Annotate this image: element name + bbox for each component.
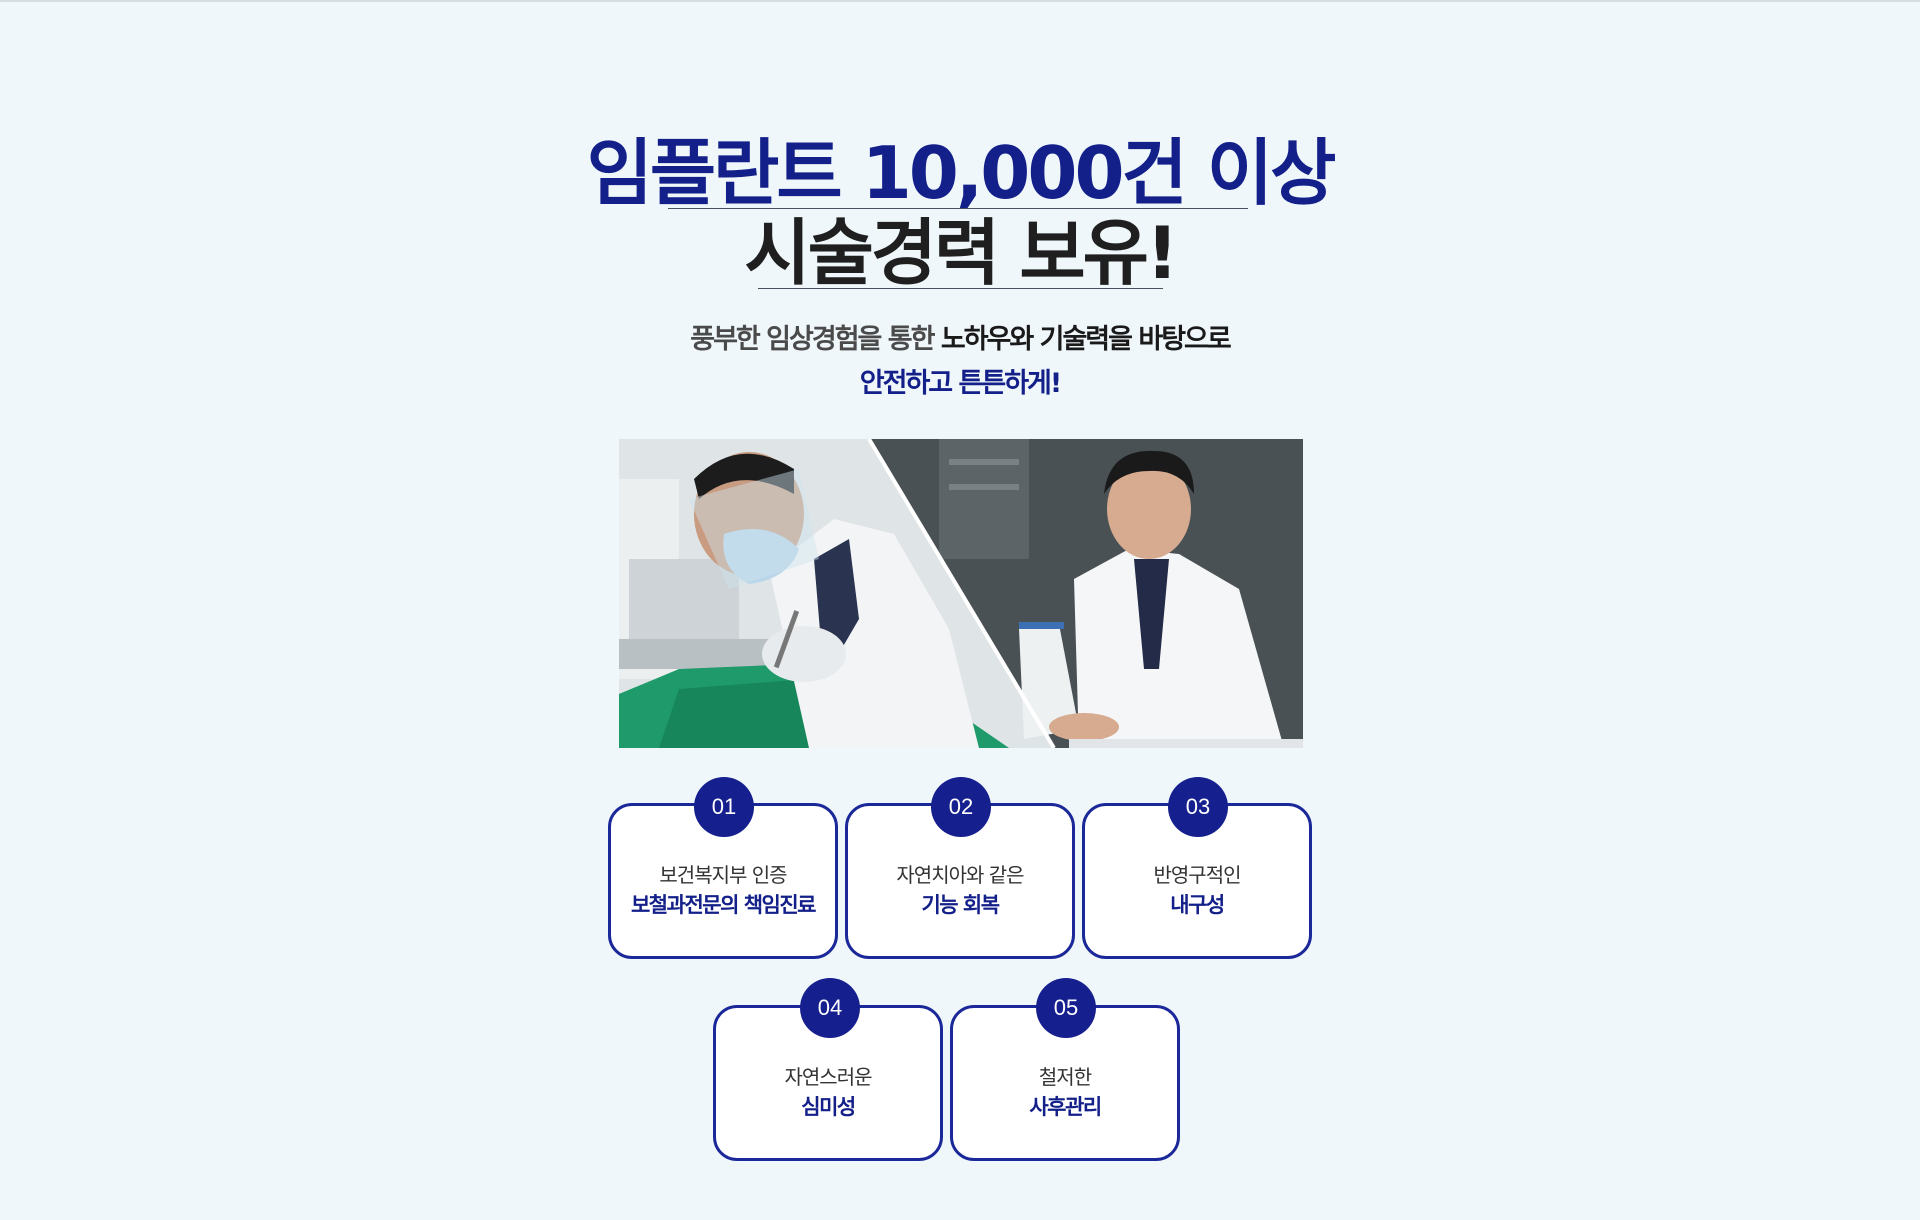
feature-card-2-line2: 기능 회복 [921, 893, 1000, 917]
feature-card-1-line2: 보철과전문의 책임진료 [630, 893, 817, 917]
feature-card-4-line2: 심미성 [801, 1095, 856, 1119]
doctor-photo [619, 439, 1303, 748]
headline-underline-1 [668, 208, 1248, 209]
feature-card-5-line1: 철저한 [1038, 1065, 1092, 1089]
feature-card-2-line1: 자연치아와 같은 [896, 863, 1024, 887]
feature-number-badge-2: 02 [931, 777, 991, 837]
feature-card-4-line1: 자연스러운 [784, 1065, 873, 1089]
feature-card-5-line2: 사후관리 [1029, 1095, 1102, 1119]
headline-line-1: 임플란트 10,000건 이상 [586, 131, 1337, 215]
doctor-photo-illustration [619, 439, 1303, 748]
feature-card-1-line1: 보건복지부 인증 [659, 863, 787, 887]
feature-card-3-line2: 내구성 [1170, 893, 1225, 917]
top-divider [0, 0, 1920, 2]
subtitle-line-2: 안전하고 튼튼하게! [859, 368, 1062, 399]
subtitle-line-1: 풍부한 임상경험을 통한 노하우와 기술력을 바탕으로 [0, 322, 1920, 358]
headline-underline-2 [758, 288, 1163, 289]
subtitle-dark: 노하우와 기술력을 바탕으로 [940, 324, 1232, 355]
feature-card-3-line1: 반영구적인 [1153, 863, 1242, 887]
subtitle-light: 풍부한 임상경험을 통한 [690, 324, 941, 355]
feature-number-badge-1: 01 [694, 777, 754, 837]
headline-line-2: 시술경력 보유! [744, 211, 1178, 295]
feature-number-badge-4: 04 [800, 978, 860, 1038]
feature-number-badge-3: 03 [1168, 777, 1228, 837]
feature-number-badge-5: 05 [1036, 978, 1096, 1038]
